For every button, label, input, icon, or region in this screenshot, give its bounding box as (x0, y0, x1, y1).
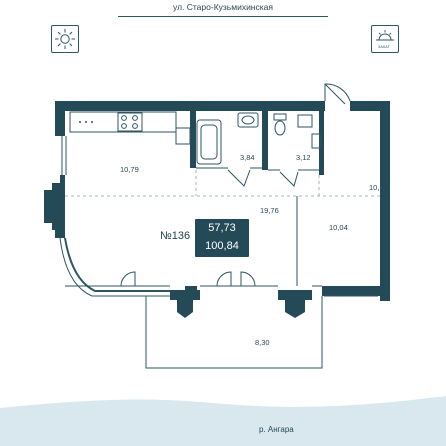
room-area-bathroom: 3,84 (240, 153, 255, 162)
area-living: 57,73 (208, 222, 236, 234)
bottom-pier-right (278, 290, 312, 318)
street-underline (118, 16, 328, 17)
washing-machine (297, 114, 313, 128)
bottom-pier-mid (170, 290, 200, 318)
room-area-hall: 10,18 (369, 183, 388, 192)
area-summary: 57,73 100,84 (195, 219, 249, 257)
wall-top (55, 101, 325, 111)
river-name: р. Ангара (259, 425, 294, 434)
apartment-number: №136 (160, 230, 191, 242)
partition-bath-right (262, 110, 268, 170)
area-total: 100,84 (205, 240, 239, 252)
bay-window (64, 237, 170, 292)
partition-wc-right (319, 110, 324, 175)
room-area-kitchen: 10,79 (120, 165, 139, 174)
balcony-outline (145, 296, 323, 369)
room-area-balcony: 8,30 (255, 338, 270, 347)
toilet (273, 113, 287, 121)
wall-left-upper (55, 101, 65, 136)
wall-bottom-right (322, 286, 390, 296)
sunset-compass: ЗАКАТ (371, 25, 399, 53)
bathtub (196, 119, 222, 165)
sun-icon (55, 29, 75, 49)
street-name: ул. Старо-Кузьмихинская (173, 2, 273, 12)
sunset-label: ЗАКАТ (378, 45, 390, 49)
sunset-icon (376, 30, 394, 41)
left-pier (44, 175, 65, 238)
wall-top-right (350, 101, 390, 111)
partition-bath-left (190, 110, 196, 168)
wc-sink (311, 133, 321, 149)
room-area-living: 19,76 (260, 206, 279, 215)
stove (117, 112, 143, 132)
room-area-bedroom: 10,04 (329, 223, 348, 232)
bath-sink (237, 112, 259, 128)
kitchen-sink (175, 127, 191, 145)
sun-compass-top-left (51, 25, 79, 53)
room-area-wc: 3,12 (296, 153, 311, 162)
street-header: ул. Старо-Кузьмихинская (0, 0, 446, 16)
river (0, 396, 446, 446)
wall-right (380, 101, 390, 301)
